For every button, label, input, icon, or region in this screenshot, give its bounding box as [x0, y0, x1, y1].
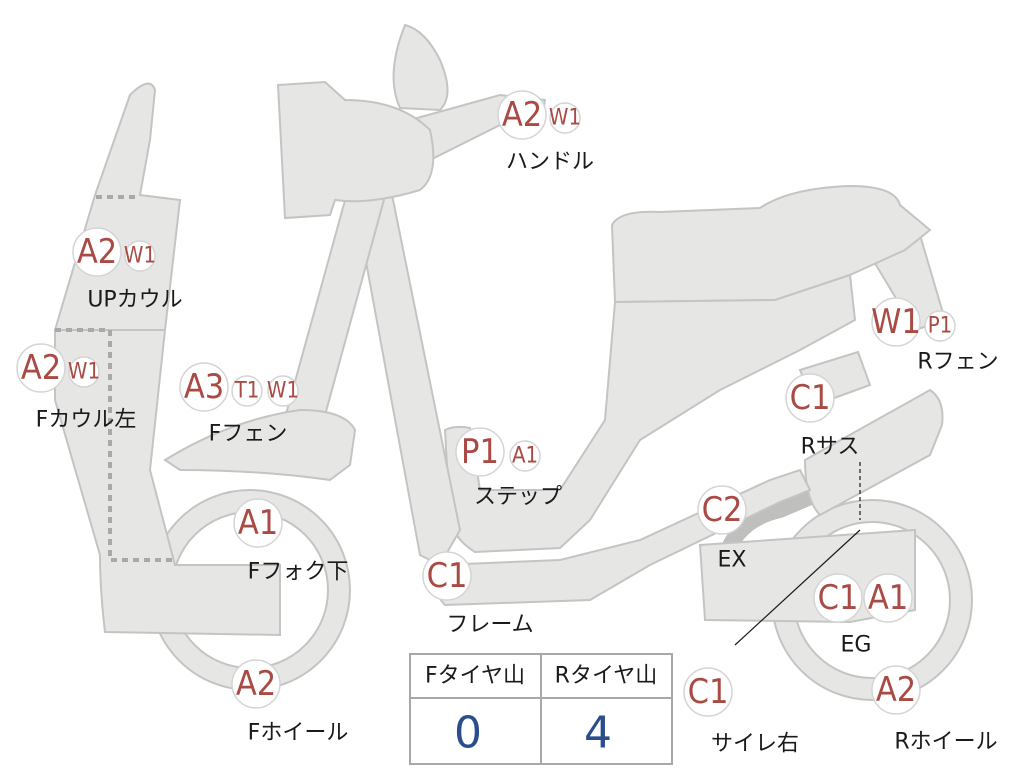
f-cowl-left-label: Fカウル左: [36, 408, 137, 433]
f-fork-lower-label: Fフォク下: [248, 560, 349, 585]
up-cowl-code-2: W1: [124, 244, 156, 269]
headlamp-shape: [276, 80, 435, 220]
handle-code-1: A2: [502, 95, 542, 135]
f-wheel-codes: A2 Fホイール: [231, 659, 349, 746]
frame-code-1: C1: [427, 556, 468, 596]
ex-label: EX: [718, 548, 747, 573]
r-wheel-code-1: A2: [876, 670, 916, 710]
f-wheel-label: Fホイール: [248, 721, 349, 746]
damage-codes: A2 W1 ハンドル A2 W1 UPカウル A2 W1 Fカウル左 A3 T1: [16, 90, 999, 757]
f-tire-header: Fタイヤ山: [425, 664, 525, 689]
eg-codes: C1 A1 EG: [813, 573, 913, 658]
f-fork-lower-code-1: A1: [238, 503, 278, 543]
front-fender-shape: [163, 408, 357, 482]
windshield-shape: [392, 23, 449, 112]
handle-label: ハンドル: [506, 150, 594, 175]
handle-codes: A2 W1 ハンドル: [497, 90, 594, 175]
frame-codes: C1 フレーム: [422, 551, 534, 638]
r-sus-codes: C1 Rサス: [785, 373, 860, 460]
r-fender-codes: W1 P1 Rフェン: [871, 297, 999, 375]
silencer-right-codes: C1 サイレ右: [683, 667, 799, 757]
f-fender-code-2: T1: [234, 379, 260, 404]
r-tire-header: Rタイヤ山: [555, 664, 658, 689]
r-fender-code-1: W1: [871, 302, 921, 342]
f-cowl-left-codes: A2 W1 Fカウル左: [16, 343, 137, 433]
frame-label: フレーム: [446, 613, 533, 638]
silencer-right-label: サイレ右: [711, 732, 799, 757]
f-fender-code-1: A3: [184, 367, 224, 407]
r-fender-code-2: P1: [928, 314, 953, 339]
eg-code-2: A1: [868, 578, 908, 618]
ex-codes: C2 EX: [697, 485, 747, 573]
step-label: ステップ: [474, 485, 562, 510]
r-sus-label: Rサス: [801, 435, 860, 460]
handle-code-2: W1: [549, 106, 581, 131]
f-fender-label: Fフェン: [209, 422, 288, 447]
r-fender-label: Rフェン: [917, 350, 998, 375]
f-cowl-left-code-1: A2: [21, 348, 61, 388]
tire-tread-table: Fタイヤ山 Rタイヤ山 0 4: [409, 653, 673, 765]
ex-code-1: C2: [702, 490, 743, 530]
eg-code-1: C1: [818, 578, 859, 618]
up-cowl-label: UPカウル: [87, 288, 182, 313]
eg-label: EG: [841, 633, 872, 658]
r-wheel-codes: A2 Rホイール: [871, 665, 998, 755]
cowl-dash-2: [55, 328, 175, 562]
f-cowl-left-code-2: W1: [68, 360, 100, 385]
f-fender-code-3: W1: [267, 379, 299, 404]
f-fender-codes: A3 T1 W1 Fフェン: [179, 362, 299, 447]
silencer-right-code-1: C1: [688, 672, 729, 712]
r-sus-code-1: C1: [790, 378, 831, 418]
up-cowl-codes: A2 W1 UPカウル: [72, 227, 183, 313]
silencer-leader-line: [734, 529, 861, 646]
r-wheel-label: Rホイール: [894, 730, 997, 755]
up-cowl-code-1: A2: [77, 232, 117, 272]
step-code-2: A1: [512, 444, 538, 469]
step-code-1: P1: [461, 432, 499, 472]
f-tire-value: 0: [454, 708, 482, 759]
f-wheel-code-1: A2: [236, 664, 276, 704]
step-codes: P1 A1 ステップ: [455, 427, 562, 510]
f-fork-lower-codes: A1 Fフォク下: [233, 498, 349, 585]
seat-shape: [610, 184, 932, 304]
r-tire-value: 4: [584, 708, 612, 759]
